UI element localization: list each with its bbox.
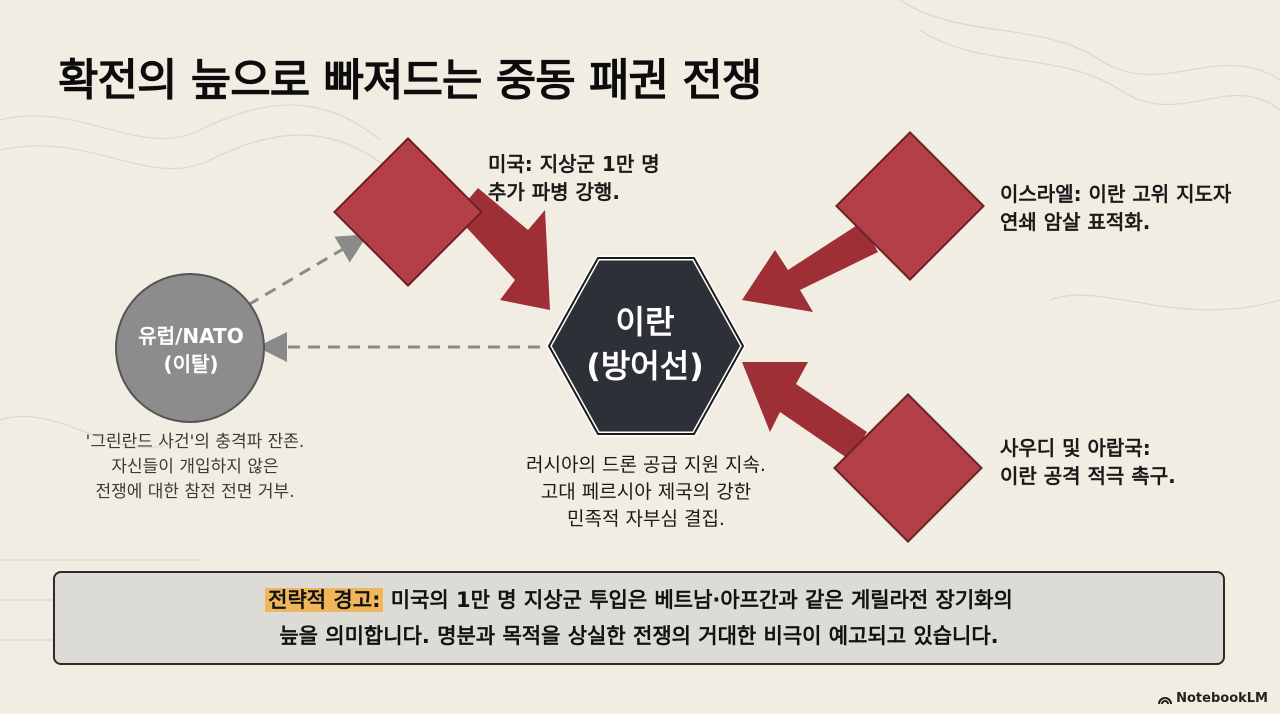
israel-diamond bbox=[835, 131, 985, 281]
saudi-diamond bbox=[833, 393, 983, 543]
brand-label: NotebookLM bbox=[1176, 691, 1268, 706]
europe-label: 유럽/NATO (이탈) bbox=[118, 322, 264, 378]
usa-note-line1: 미국: 지상군 1만 명 bbox=[488, 152, 660, 176]
iran-name: 이란 bbox=[615, 303, 675, 341]
europe-circle bbox=[115, 273, 265, 423]
europe-note-line1: '그린란드 사건'의 충격파 잔존. bbox=[85, 432, 305, 452]
israel-note: 이스라엘: 이란 고위 지도자 연쇄 암살 표적화. bbox=[1000, 180, 1231, 236]
warning-line1: 전략적 경고: 미국의 1만 명 지상군 투입은 베트남·아프간과 같은 게릴라… bbox=[265, 582, 1013, 618]
europe-note-line2: 자신들이 개입하지 않은 bbox=[111, 457, 279, 477]
page-title: 확전의 늪으로 빠져드는 중동 패권 전쟁 bbox=[58, 55, 762, 106]
dashed-arrow-europe-to-usa bbox=[247, 234, 368, 307]
notebooklm-icon bbox=[1158, 696, 1173, 704]
saudi-note: 사우디 및 아랍국: 이란 공격 적극 촉구. bbox=[1000, 434, 1176, 490]
warning-line2: 늪을 의미합니다. 명분과 목적을 상실한 전쟁의 거대한 비극이 예고되고 있… bbox=[279, 624, 999, 648]
arrow-saudi-to-iran bbox=[742, 362, 867, 460]
strategic-warning-box: 전략적 경고: 미국의 1만 명 지상군 투입은 베트남·아프간과 같은 게릴라… bbox=[53, 571, 1225, 665]
background-contours bbox=[0, 0, 1280, 641]
europe-name: 유럽/NATO bbox=[138, 324, 244, 348]
europe-note-line3: 전쟁에 대한 참전 전면 거부. bbox=[95, 482, 295, 502]
usa-diamond bbox=[333, 137, 483, 287]
iran-label: 이란 (방어선) bbox=[560, 300, 730, 388]
israel-note-line2: 연쇄 암살 표적화. bbox=[1000, 210, 1151, 234]
arrow-usa-to-iran bbox=[455, 188, 550, 310]
israel-note-line1: 이스라엘: 이란 고위 지도자 bbox=[1000, 182, 1232, 206]
warning-text-1: 미국의 1만 명 지상군 투입은 베트남·아프간과 같은 게릴라전 장기화의 bbox=[383, 588, 1013, 612]
iran-note-line3: 민족적 자부심 결집. bbox=[567, 508, 725, 530]
iran-note-line2: 고대 페르시아 제국의 강한 bbox=[540, 481, 752, 503]
saudi-note-line2: 이란 공격 적극 촉구. bbox=[1000, 464, 1176, 488]
iran-sub: (방어선) bbox=[586, 347, 704, 385]
europe-sub: (이탈) bbox=[163, 352, 219, 376]
brand-mark: NotebookLM bbox=[1158, 691, 1268, 706]
iran-note: 러시아의 드론 공급 지원 지속. 고대 페르시아 제국의 강한 민족적 자부심… bbox=[476, 452, 816, 533]
iran-note-line1: 러시아의 드론 공급 지원 지속. bbox=[526, 454, 766, 476]
saudi-note-line1: 사우디 및 아랍국: bbox=[1000, 436, 1151, 460]
europe-note: '그린란드 사건'의 충격파 잔존. 자신들이 개입하지 않은 전쟁에 대한 참… bbox=[40, 430, 350, 505]
usa-note: 미국: 지상군 1만 명 추가 파병 강행. bbox=[488, 150, 660, 206]
arrow-israel-to-iran bbox=[742, 222, 878, 312]
warning-label: 전략적 경고: bbox=[265, 588, 384, 612]
usa-note-line2: 추가 파병 강행. bbox=[488, 180, 620, 204]
